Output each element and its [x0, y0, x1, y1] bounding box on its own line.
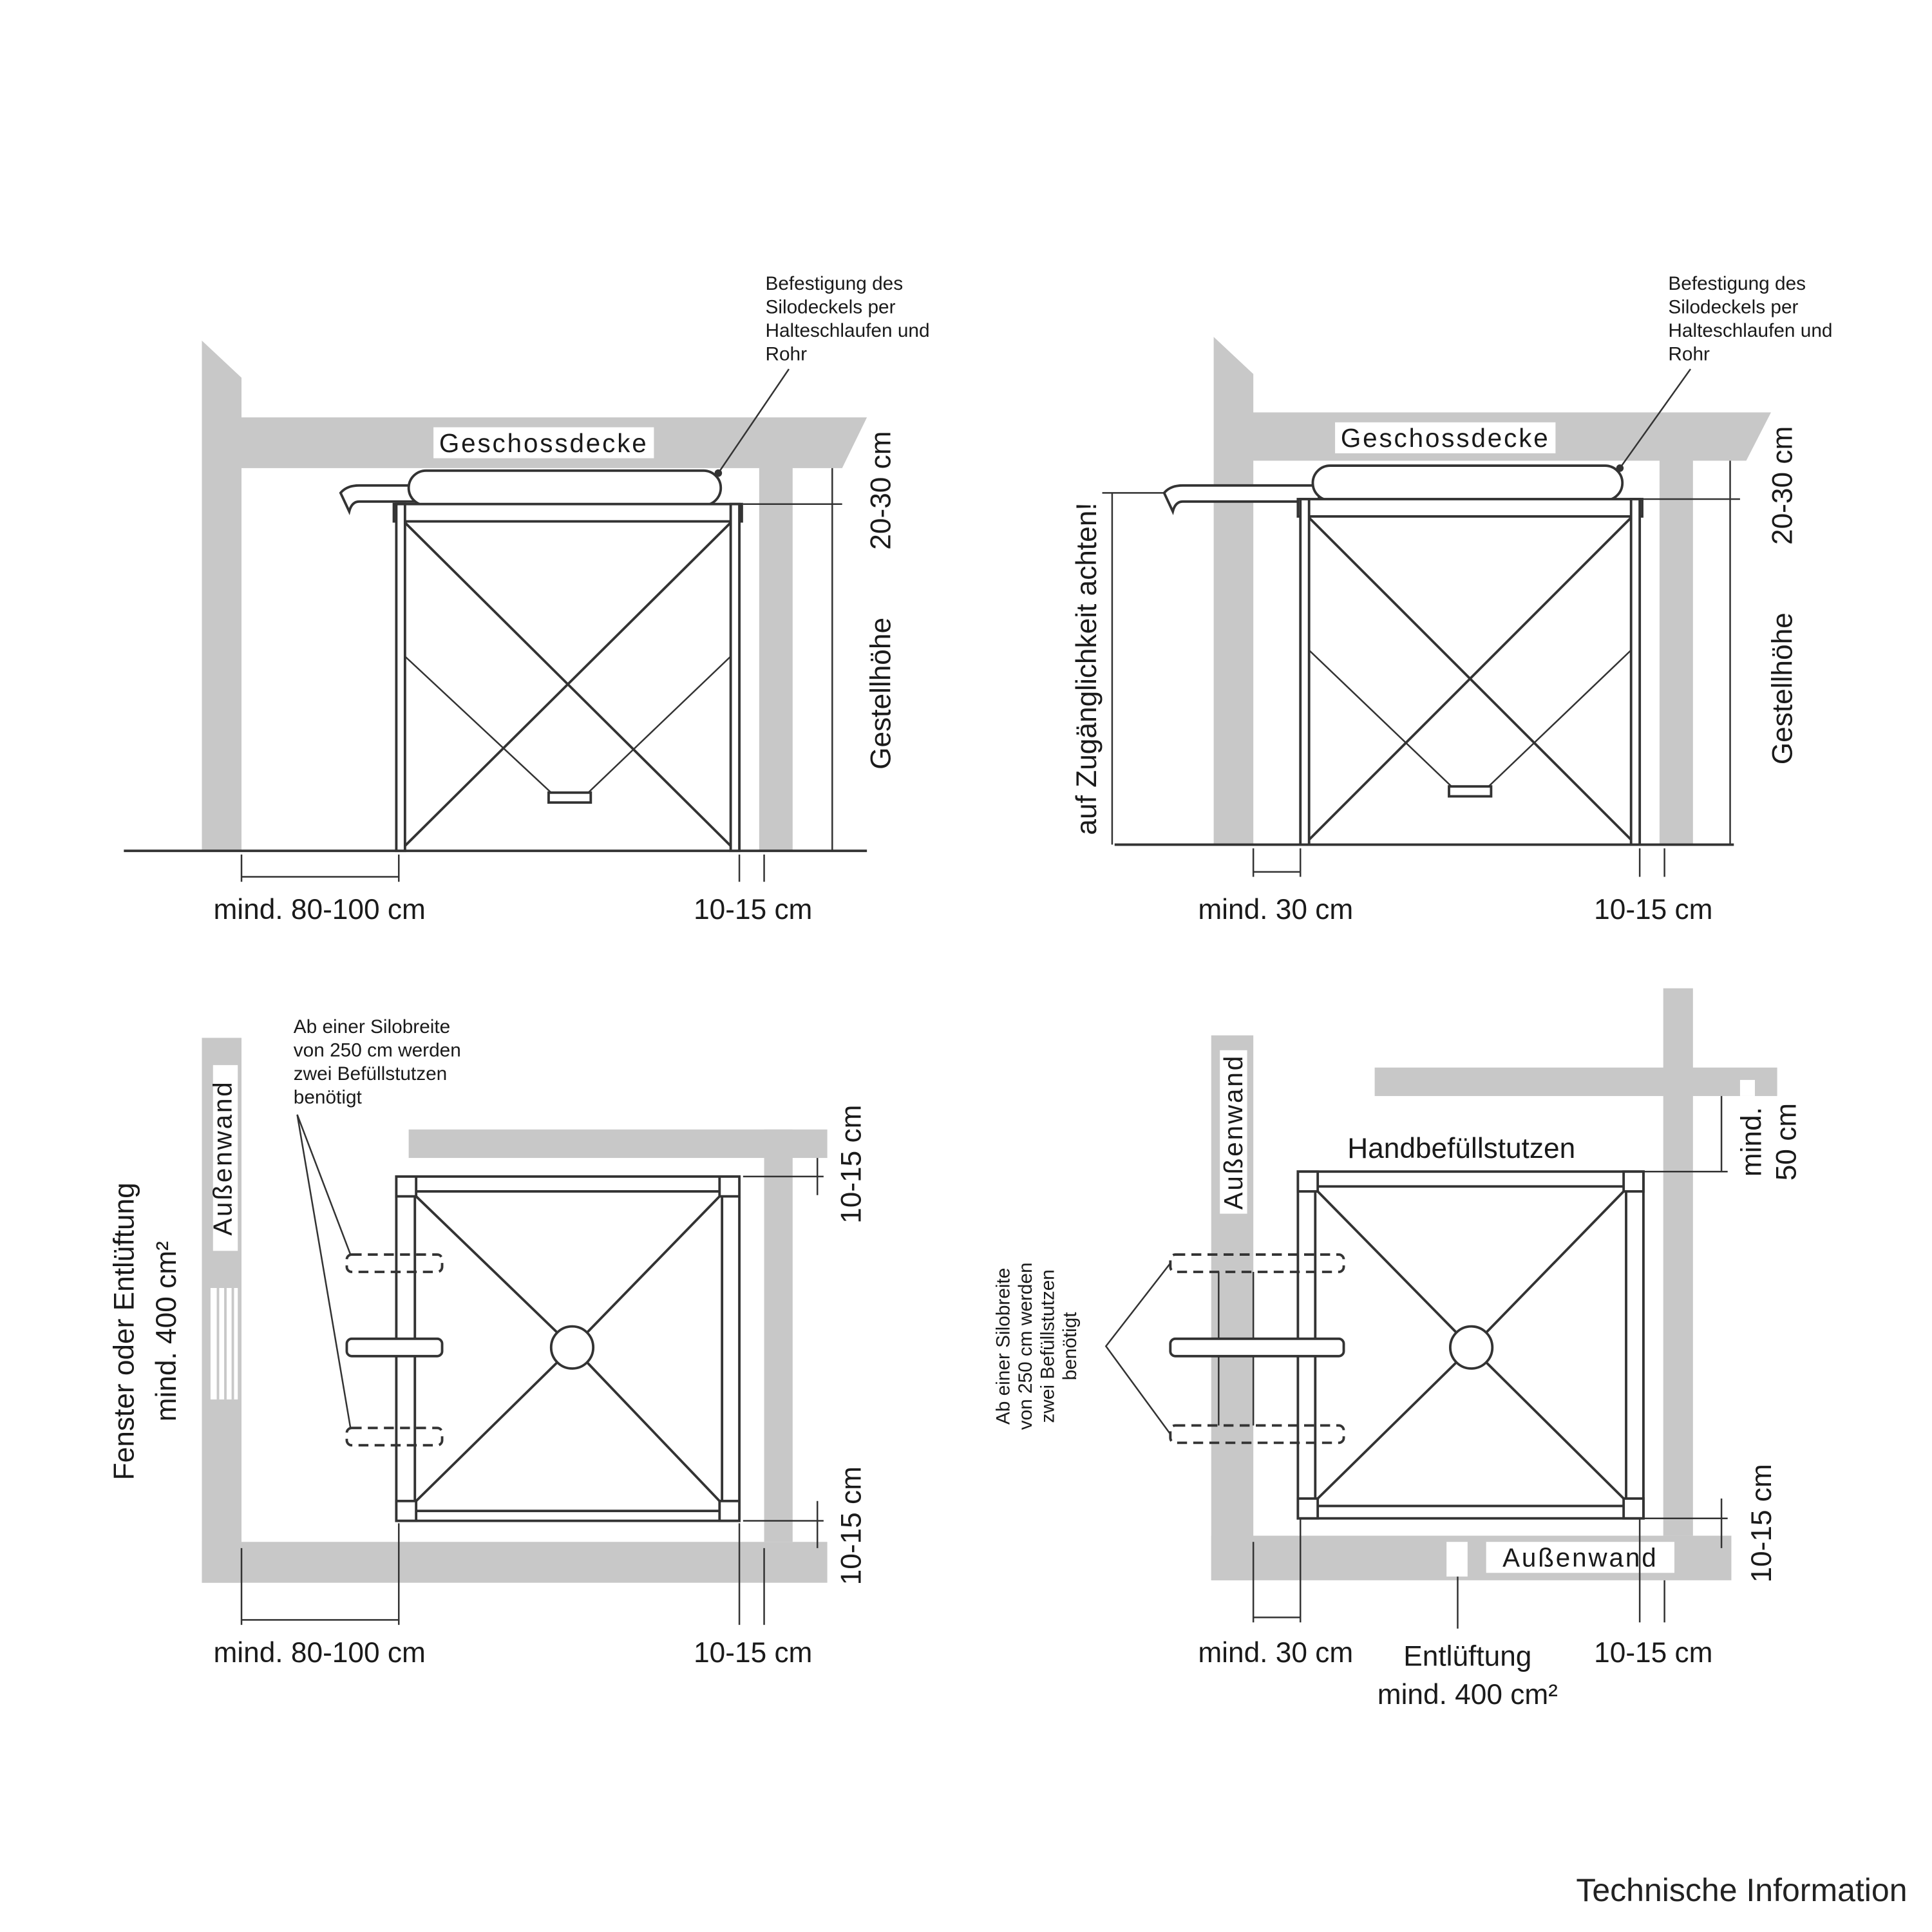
wall-label-box	[1486, 1542, 1674, 1573]
left-clearance-dimension: mind. 80-100 cm	[213, 1637, 425, 1669]
frame-leg-left	[1299, 498, 1311, 846]
hopper	[404, 656, 732, 794]
top-gap-dimension: 10-15 cm	[836, 1105, 867, 1224]
right-clearance-dimension: 10-15 cm	[694, 1637, 812, 1669]
vent-label: Entlüftung	[1403, 1641, 1531, 1672]
right-clearance-dimension: 10-15 cm	[1594, 1637, 1712, 1669]
frame-leg-right	[729, 502, 741, 853]
left-clearance-dimension: mind. 80-100 cm	[213, 894, 425, 925]
fill-port-note-rotated: Ab einer Silobreite von 250 cm werden zw…	[992, 1262, 1081, 1430]
frame-top	[392, 502, 743, 523]
svg-text:von 250 cm werden: von 250 cm werden	[1015, 1262, 1036, 1430]
panel-plan-view-left: Außenwand Fenster oder Entlüftung mind. …	[109, 1016, 867, 1669]
wall-and-ceiling	[1213, 337, 1771, 845]
leader-line	[717, 368, 790, 474]
window-vent-label: Fenster oder Entlüftung	[109, 1182, 140, 1480]
exterior-wall-label: Außenwand	[208, 1080, 238, 1235]
optional-fill-port	[345, 1426, 444, 1447]
fill-port	[1169, 1337, 1345, 1358]
wall-label-box	[213, 1065, 238, 1251]
svg-text:zwei Befüllstutzen: zwei Befüllstutzen	[1037, 1269, 1059, 1423]
ceiling-label: Geschossdecke	[439, 428, 649, 458]
panel-plan-view-right: Außenwand Außenwand Ab einer Silobreite …	[992, 988, 1802, 1710]
vent-opening	[1446, 1542, 1468, 1577]
silo-lid	[1311, 464, 1624, 502]
vent-size: mind. 400 cm²	[1378, 1679, 1558, 1710]
left-clearance-dimension: mind. 30 cm	[1198, 1637, 1353, 1669]
window-vent	[210, 1288, 238, 1400]
hopper	[1308, 649, 1632, 788]
right-clearance-dimension: 10-15 cm	[1594, 894, 1712, 925]
wall-label-box	[1220, 1050, 1247, 1214]
ceiling-label: Geschossdecke	[1341, 423, 1550, 453]
top-gap-dimension-line1: mind.	[1736, 1107, 1768, 1177]
bottom-gap-dimension: 10-15 cm	[1746, 1464, 1777, 1582]
footer-label: Technische Information	[1576, 1872, 1907, 1908]
frame-top	[1296, 498, 1643, 518]
svg-text:Ab einer Silobreite: Ab einer Silobreite	[992, 1268, 1014, 1425]
wall-and-ceiling	[202, 340, 867, 851]
exterior-wall-label-left: Außenwand	[1218, 1054, 1248, 1209]
window-vent-size: mind. 400 cm²	[151, 1241, 182, 1421]
right-clearance-dimension: 10-15 cm	[694, 894, 812, 925]
exterior-wall-label-bottom: Außenwand	[1502, 1543, 1658, 1573]
frame-leg-right	[1629, 498, 1642, 846]
outlet	[1448, 785, 1493, 798]
fill-port	[345, 1337, 444, 1358]
hand-fill-port-label: Handbefüllstutzen	[1347, 1133, 1575, 1164]
outlet	[547, 791, 592, 804]
bottom-gap-dimension: 10-15 cm	[836, 1466, 867, 1585]
frame-height-dimension: Gestellhöhe	[1767, 612, 1799, 764]
ceiling-label-box	[1335, 422, 1556, 453]
top-gap-dimension: 20-30 cm	[1767, 426, 1799, 545]
top-gap-dimension-line2: 50 cm	[1770, 1103, 1802, 1180]
cross-brace	[404, 522, 732, 847]
outlet	[549, 1325, 595, 1370]
leader-dot	[714, 469, 723, 477]
optional-fill-port	[345, 1253, 444, 1273]
left-clearance-dimension: mind. 30 cm	[1198, 894, 1353, 925]
ceiling-label-box	[433, 427, 654, 459]
frame-height-dimension: Gestellhöhe	[866, 618, 897, 770]
silo-lid	[407, 469, 723, 507]
accessibility-note: auf Zugänglichkeit achten!	[1071, 502, 1103, 835]
frame-leg-left	[395, 502, 406, 853]
top-gap-dimension: 20-30 cm	[866, 431, 897, 549]
svg-text:benötigt: benötigt	[1059, 1312, 1081, 1381]
outlet	[1449, 1325, 1494, 1370]
